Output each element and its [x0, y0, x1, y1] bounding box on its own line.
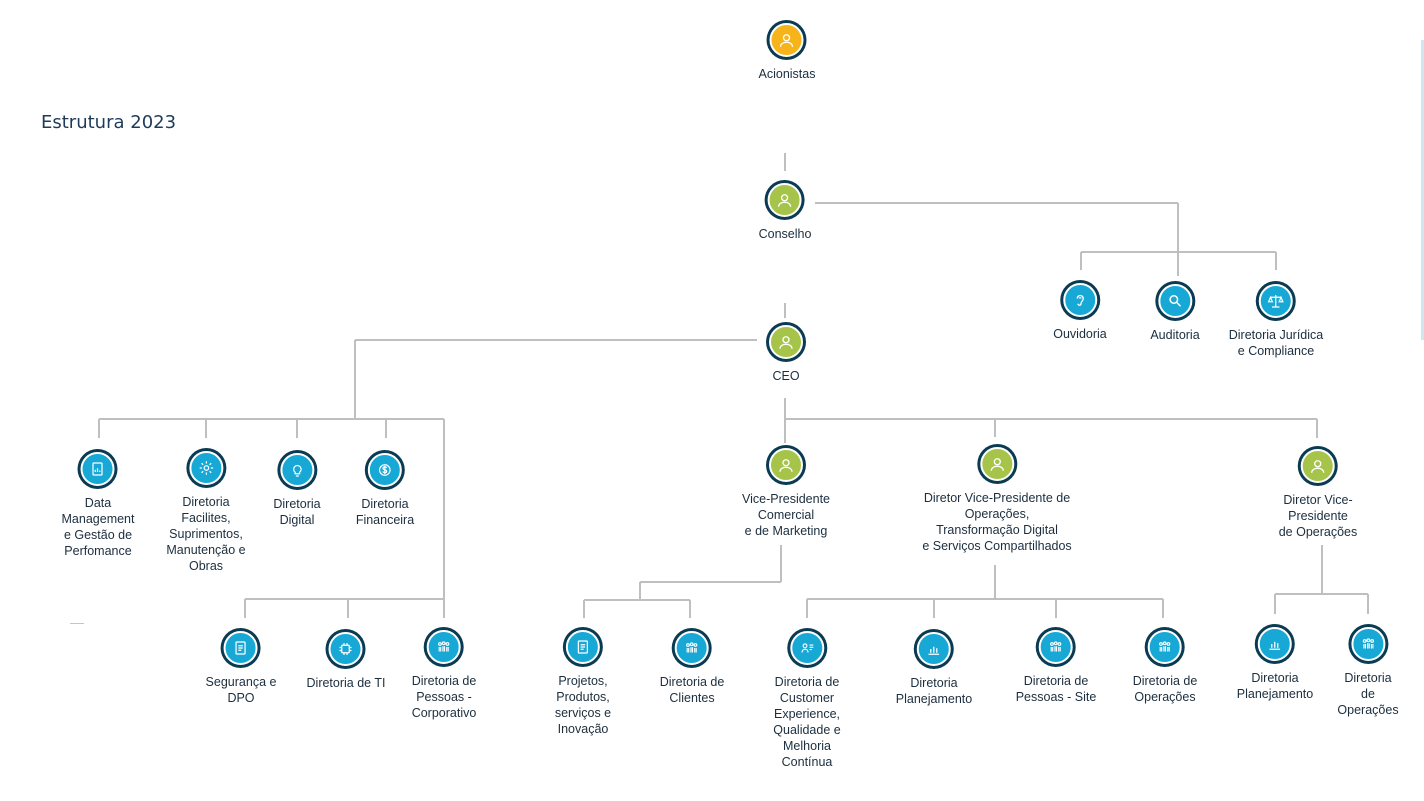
node-label: Vice-Presidente Comercial e de Marketing — [741, 492, 831, 538]
node-data-management[interactable]: Data Management e Gestão de Perfomance — [61, 449, 135, 559]
node-label: Diretoria de Clientes — [659, 675, 725, 705]
person-icon — [780, 34, 794, 47]
node-label: Diretor Vice-Presidente de Operações, Tr… — [922, 491, 1072, 553]
scales-icon — [1267, 295, 1285, 308]
node-label: Diretoria Financeira — [355, 497, 415, 527]
node-label: Conselho — [758, 227, 812, 241]
node-label: CEO — [772, 369, 800, 383]
document-icon — [577, 640, 589, 654]
node-auditoria-badge — [1155, 281, 1195, 321]
person-icon — [779, 459, 793, 472]
node-juridica[interactable]: Diretoria Jurídica e Compliance — [1229, 281, 1323, 359]
customer-icon — [801, 643, 813, 653]
node-projetos[interactable]: Projetos, Produtos, serviços e Inovação — [555, 627, 611, 737]
gear-icon — [199, 461, 213, 475]
node-label: Diretoria de Pessoas - Site — [1015, 674, 1097, 704]
node-acionistas-badge — [766, 20, 807, 60]
node-label: Diretoria de Pessoas - Corporativo — [411, 674, 477, 720]
page-title: Estrutura 2023 — [41, 112, 177, 133]
node-label: Diretoria Planejamento — [1236, 671, 1314, 701]
node-pessoas-site[interactable]: Diretoria de Pessoas - Site — [1015, 627, 1097, 705]
node-label: Auditoria — [1150, 328, 1200, 342]
node-label: Diretoria de Operações — [1132, 674, 1198, 704]
node-label: Diretoria de Customer Experience, Qualid… — [773, 675, 841, 769]
people-icon — [1362, 638, 1374, 649]
person-icon — [779, 336, 793, 349]
node-seguranca-badge — [220, 628, 261, 668]
node-label: Diretor Vice- Presidente de Operações — [1278, 493, 1358, 539]
node-conselho-badge — [764, 180, 805, 220]
node-operacoes-1-badge — [1145, 627, 1185, 667]
node-label: Segurança e DPO — [205, 675, 277, 705]
node-operacoes-1[interactable]: Diretoria de Operações — [1132, 627, 1198, 705]
node-vp-operacoes-badge — [1298, 446, 1338, 486]
node-clientes[interactable]: Diretoria de Clientes — [659, 628, 725, 706]
node-vp-operacoes-transformacao-badge — [977, 444, 1017, 484]
node-planejamento-1-badge — [913, 629, 954, 669]
node-label: Diretoria Digital — [273, 497, 321, 527]
side-accent-bar — [1421, 40, 1424, 340]
node-label: Diretoria Jurídica e Compliance — [1228, 328, 1324, 358]
node-ti-badge — [326, 629, 366, 669]
node-operacoes-2-badge — [1348, 624, 1388, 664]
node-facilites[interactable]: Diretoria Facilites, Suprimentos, Manute… — [166, 448, 246, 574]
node-digital-badge — [277, 450, 317, 490]
node-label: Acionistas — [758, 67, 816, 81]
node-ti[interactable]: Diretoria de TI — [306, 629, 386, 691]
node-pessoas-corporativo-badge — [424, 627, 464, 667]
node-vp-operacoes[interactable]: Diretor Vice- Presidente de Operações — [1278, 446, 1358, 540]
node-vp-comercial-badge — [765, 445, 806, 485]
node-projetos-badge — [563, 627, 603, 667]
node-clientes-badge — [672, 628, 712, 668]
people-icon — [438, 641, 450, 652]
chip-icon — [340, 643, 352, 655]
node-ouvidoria-badge — [1060, 280, 1100, 320]
bar-chart-icon — [1269, 641, 1281, 650]
node-label: Projetos, Produtos, serviços e Inovação — [554, 674, 612, 736]
person-icon — [1311, 460, 1325, 473]
node-ceo-badge — [766, 322, 806, 362]
magnifier-icon — [1169, 295, 1181, 307]
dollar-icon — [379, 464, 391, 476]
lightbulb-icon — [292, 464, 302, 477]
node-data-management-badge — [78, 449, 118, 489]
ear-icon — [1076, 294, 1084, 306]
node-pessoas-corporativo[interactable]: Diretoria de Pessoas - Corporativo — [411, 627, 477, 721]
node-digital[interactable]: Diretoria Digital — [273, 450, 321, 528]
node-pessoas-site-badge — [1036, 627, 1076, 667]
node-planejamento-2[interactable]: Diretoria Planejamento — [1237, 624, 1313, 702]
node-acionistas[interactable]: Acionistas — [758, 20, 816, 82]
person-icon — [778, 194, 792, 207]
person-icon — [990, 458, 1004, 471]
bar-chart-icon — [928, 646, 940, 655]
node-conselho[interactable]: Conselho — [758, 180, 812, 242]
node-ouvidoria[interactable]: Ouvidoria — [1053, 280, 1107, 342]
node-planejamento-2-badge — [1254, 624, 1295, 664]
node-vp-operacoes-transformacao[interactable]: Diretor Vice-Presidente de Operações, Tr… — [922, 444, 1072, 554]
node-customer-experience-badge — [786, 628, 827, 668]
node-vp-comercial[interactable]: Vice-Presidente Comercial e de Marketing — [742, 445, 830, 539]
node-financeira-badge — [365, 450, 405, 490]
people-icon — [686, 642, 698, 653]
node-label: Ouvidoria — [1053, 327, 1107, 341]
decorative-mark — [70, 623, 84, 624]
node-label: Data Management e Gestão de Perfomance — [61, 496, 135, 558]
node-financeira[interactable]: Diretoria Financeira — [356, 450, 414, 528]
node-label: Diretoria Facilites, Suprimentos, Manute… — [166, 495, 246, 573]
node-operacoes-2[interactable]: Diretoria de Operações — [1337, 624, 1399, 718]
node-ceo[interactable]: CEO — [766, 322, 806, 384]
node-juridica-badge — [1255, 281, 1296, 321]
document-chart-icon — [92, 462, 104, 476]
node-label: Diretoria de Operações — [1337, 671, 1399, 717]
node-facilites-badge — [185, 448, 226, 488]
node-auditoria[interactable]: Auditoria — [1150, 281, 1200, 343]
node-seguranca[interactable]: Segurança e DPO — [205, 628, 277, 706]
node-label: Diretoria Planejamento — [895, 676, 973, 706]
document-icon — [235, 641, 247, 655]
node-label: Diretoria de TI — [306, 676, 386, 690]
node-planejamento-1[interactable]: Diretoria Planejamento — [896, 629, 972, 707]
node-customer-experience[interactable]: Diretoria de Customer Experience, Qualid… — [773, 628, 841, 770]
people-icon — [1159, 641, 1171, 652]
people-icon — [1050, 641, 1062, 652]
